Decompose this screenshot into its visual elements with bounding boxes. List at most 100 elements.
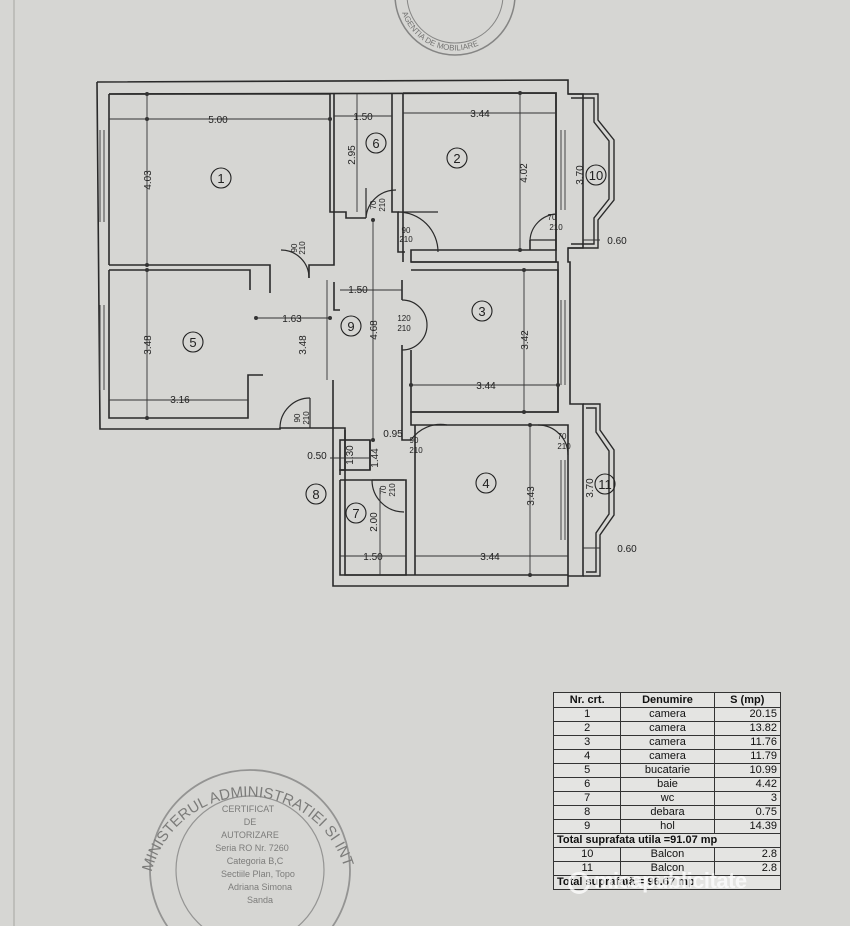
dim-hall-small: 1.63	[282, 314, 302, 325]
row-area: 2.8	[713, 847, 782, 862]
row-name: Balcon	[620, 847, 715, 862]
room-2-marker	[446, 147, 468, 169]
door-6-width: 70	[369, 200, 378, 209]
dim-r3-width: 3.44	[476, 381, 496, 392]
door-9a-width: 90	[402, 226, 411, 235]
stamp-line-3: AUTORIZARE	[221, 830, 279, 840]
dim-r8-d: 0.95	[383, 429, 403, 440]
row-name: hol	[620, 819, 715, 834]
dim-r5-height: 3.48	[143, 335, 154, 355]
dim-r7-height: 2.00	[369, 512, 380, 532]
dim-r1-height: 4.03	[143, 170, 154, 190]
room-10-marker	[585, 164, 607, 186]
dim-hall-length: 4.68	[369, 320, 380, 340]
row-nr: 10	[552, 847, 622, 862]
table-header-row: Nr. crt. Denumire S (mp)	[552, 692, 782, 708]
row-nr: 3	[552, 735, 622, 750]
row-area: 11.79	[713, 749, 782, 764]
row-name: baie	[620, 777, 715, 792]
row-name: wc	[620, 791, 715, 806]
dim-hall-length-2: 3.48	[298, 335, 309, 355]
room-4-label: 4	[482, 476, 489, 491]
room-3-marker	[471, 300, 493, 322]
dim-r11-depth: 0.60	[617, 544, 637, 555]
row-nr: 6	[552, 777, 622, 792]
dim-r2-width: 3.44	[470, 109, 490, 120]
row-area: 2.8	[713, 861, 782, 876]
stamp-line-1: CERTIFICAT	[222, 804, 275, 814]
dim-r5-width: 3.16	[170, 395, 190, 406]
total-area: Total suprafață = 96.67 mp	[553, 875, 781, 890]
dim-r3-height: 3.42	[520, 330, 531, 350]
door-4b-height: 210	[557, 442, 571, 451]
total-utila: Total suprafata utila =91.07 mp	[553, 833, 781, 848]
room-2-label: 2	[453, 151, 460, 166]
room-3-label: 3	[478, 304, 485, 319]
dim-r8-b: 1.30	[345, 445, 356, 465]
header-name: Denumire	[620, 692, 715, 708]
row-name: camera	[620, 749, 715, 764]
row-area: 11.76	[713, 735, 782, 750]
total-utila-row: Total suprafata utila =91.07 mp	[553, 833, 781, 848]
door-2-width: 70	[548, 213, 557, 222]
row-nr: 9	[552, 819, 622, 834]
door-3-height: 210	[397, 324, 411, 333]
row-area: 10.99	[713, 763, 782, 778]
room-5-label: 5	[189, 335, 196, 350]
row-area: 13.82	[713, 721, 782, 736]
dim-r2-height: 4.02	[519, 163, 530, 183]
dim-r8-c: 1.44	[370, 448, 381, 468]
row-nr: 1	[552, 707, 622, 722]
dim-r6-width: 1.50	[353, 112, 373, 123]
header-nr: Nr. crt.	[552, 692, 622, 708]
dim-r11-height: 3.70	[585, 478, 596, 498]
row-nr: 7	[552, 791, 622, 806]
header-area: S (mp)	[713, 692, 782, 708]
room-9-label: 9	[347, 319, 354, 334]
row-name: camera	[620, 735, 715, 750]
row-nr: 4	[552, 749, 622, 764]
room-7-marker	[345, 502, 367, 524]
dim-r1-width: 5.00	[208, 115, 228, 126]
dim-r8-a: 0.50	[307, 451, 327, 462]
dim-r4-height: 3.43	[526, 486, 537, 506]
stamp-line-4: Seria RO Nr. 7260	[215, 843, 289, 853]
dim-r10-height: 3.70	[575, 165, 586, 185]
stamp-line-2: DE	[244, 817, 257, 827]
door-9a-height: 210	[399, 235, 413, 244]
room-11-marker	[594, 473, 616, 495]
door-4-height: 210	[409, 446, 423, 455]
room-6-marker	[365, 132, 387, 154]
door-2-height: 210	[549, 223, 563, 232]
dim-r7-width: 1.50	[363, 552, 383, 563]
stamp-line-6: Sectiile Plan, Topo	[221, 869, 295, 879]
door-4b-width: 70	[558, 432, 567, 441]
stamp-line-7: Adriana Simona	[228, 882, 292, 892]
door-1-width: 90	[290, 243, 299, 252]
row-area: 4.42	[713, 777, 782, 792]
watermark-text: micapublicitate	[594, 868, 747, 893]
room-1-marker	[210, 167, 232, 189]
row-name: debara	[620, 805, 715, 820]
room-5-marker	[182, 331, 204, 353]
door-6-height: 210	[378, 198, 387, 212]
row-nr: 2	[552, 721, 622, 736]
room-9-marker	[340, 315, 362, 337]
row-nr: 5	[552, 763, 622, 778]
room-8-marker	[305, 483, 327, 505]
door-7-width: 70	[379, 485, 388, 494]
row-area: 20.15	[713, 707, 782, 722]
stamp-line-5: Categoria B,C	[227, 856, 284, 866]
